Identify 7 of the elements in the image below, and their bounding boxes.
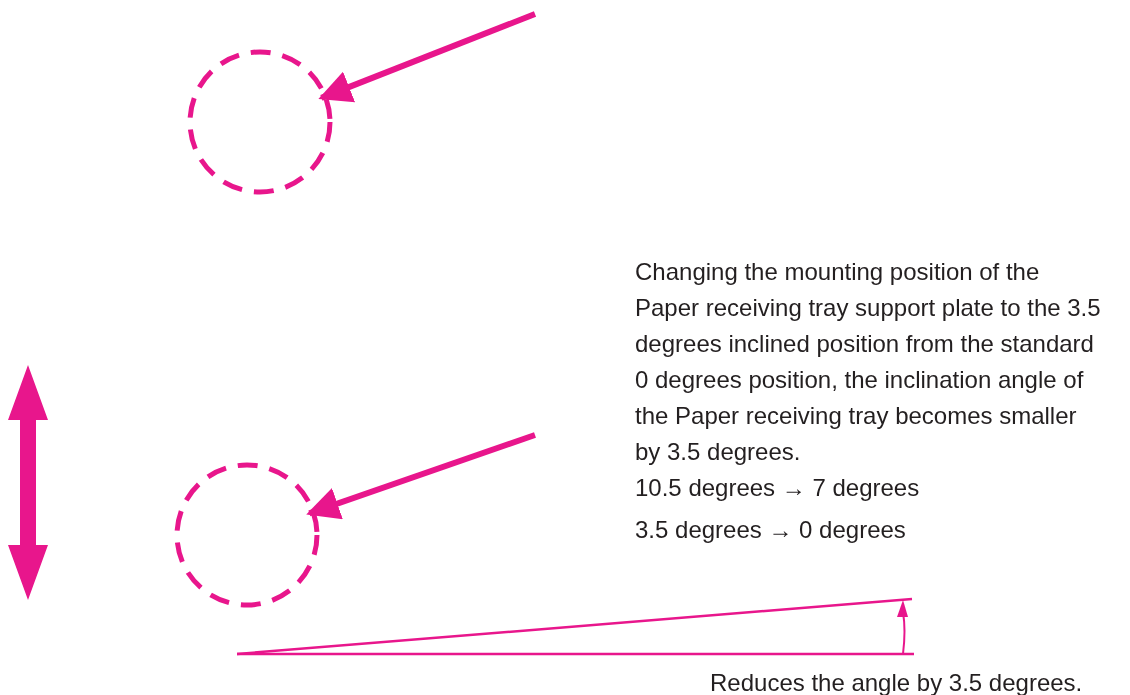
note-text: Changing the mounting position of the Paper receiving tray support plate to the 3.5 degrees inclined position from the standard 0 degrees position, the inclination angle of the Paper receiving tray becomes smaller by 3.5 degrees. [635, 257, 1102, 467]
arrow [318, 11, 537, 103]
note-text: 10.5 degrees → 7 degrees [635, 473, 920, 503]
note-text: 3.5 degrees → 0 degrees [635, 515, 906, 545]
dashed-circle [187, 49, 333, 195]
dashed-circle [174, 462, 320, 608]
arrow [306, 432, 536, 520]
